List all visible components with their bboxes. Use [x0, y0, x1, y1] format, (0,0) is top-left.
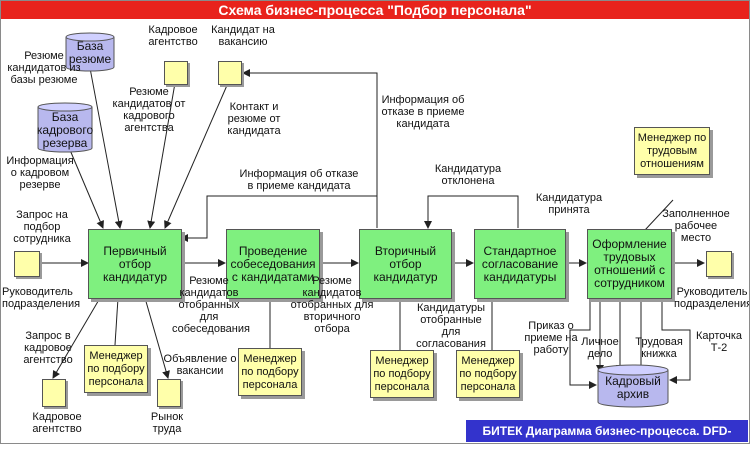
role-link-m5 [644, 199, 674, 231]
page-title: Схема бизнес-процесса "Подбор персонала" [1, 1, 749, 19]
flow-reserve-db-to-p1 [69, 149, 104, 229]
label-reserve-info: Информация о кадровом резерве [6, 155, 74, 191]
label-refusal-top: Информация об отказе в приеме кандидата [381, 94, 465, 130]
labor-market-entity [157, 379, 181, 407]
process-secondary-selection[interactable]: Вторичный отбор кандидатур [359, 229, 452, 299]
label-rejected: Кандидатура отклонена [434, 163, 502, 187]
archive-label: Кадровый архив [605, 374, 661, 401]
process-approval[interactable]: Стандартное согласование кандидатуры [474, 229, 566, 299]
flow-resume-db-to-p1 [89, 67, 123, 229]
label-head-right: Руководитель подразделения [674, 286, 750, 310]
label-resume-from-agency: Резюме кандидатов от кадрового агентства [112, 86, 186, 134]
label-selected-approval: Кандидатуры отобранные для согласования [416, 302, 486, 350]
manager-recruitment-1: Менеджер по подбору персонала [84, 345, 148, 393]
label-resume-from-db: Резюме кандидатов из базы резюме [7, 50, 81, 86]
label-labor-market: Рынок труда [150, 411, 184, 435]
role-link-m1 [114, 297, 119, 346]
flow-candidate-to-p1 [164, 82, 229, 229]
flow-agency-to-p1 [147, 82, 176, 229]
agency-bottom-entity [42, 379, 66, 407]
cylinder-icon [65, 32, 115, 72]
label-selected-interview: Резюме кандидатов отобранных для собесед… [172, 275, 250, 335]
label-selected-second: Резюме кандидатов отобранных для вторичн… [290, 275, 374, 335]
manager-labor-relations: Менеджер по трудовым отношениям [634, 127, 710, 175]
label-filled-place: Заполненное рабочее место [662, 208, 730, 244]
label-personal-file: Личное дело [581, 336, 619, 360]
resume-db-store: База резюме [64, 32, 116, 72]
label-agency-top: Кадровое агентство [148, 24, 198, 48]
head-right-entity [706, 251, 732, 277]
process-interview[interactable]: Проведение собеседования с кандидатами [226, 229, 320, 299]
label-candidate-top: Кандидат на вакансию [211, 24, 275, 48]
resume-db-label: База резюме [68, 39, 112, 66]
flow-rejected-loop [424, 195, 519, 229]
manager-recruitment-4: Менеджер по подбору персонала [456, 350, 520, 398]
label-accepted: Кандидатура принята [535, 192, 603, 216]
flow-refusal-to-p1 [180, 195, 377, 242]
footer-caption: БИТЕК Диаграмма бизнес-процесса. DFD-схе… [466, 420, 748, 460]
flow-p5-to-archive-d [661, 298, 691, 384]
label-vacancy-ad: Объявление о вакансии [163, 353, 237, 377]
process-primary-selection[interactable]: Первичный отбор кандидатур [88, 229, 182, 299]
label-card-t2: Карточка Т-2 [695, 330, 743, 354]
label-contact-resume: Контакт и резюме от кандидата [227, 101, 281, 137]
diagram-canvas: Схема бизнес-процесса "Подбор персонала"… [0, 0, 750, 444]
process-employment[interactable]: Оформление трудовых отношений с сотрудни… [587, 229, 672, 299]
reserve-db-store: База кадрового резерва [36, 102, 94, 154]
connector-layer [40, 67, 705, 389]
candidate-entity [218, 61, 242, 85]
label-request-employee: Запрос на подбор сотрудника [13, 209, 71, 245]
label-agency-bottom: Кадровое агентство [32, 411, 82, 435]
manager-recruitment-2: Менеджер по подбору персонала [238, 348, 302, 396]
label-request-agency: Запрос в кадровое агентство [23, 330, 73, 366]
manager-recruitment-3: Менеджер по подбору персонала [370, 350, 434, 398]
label-work-book: Трудовая книжка [635, 336, 683, 360]
cylinder-icon [37, 102, 93, 153]
flow-p1-to-market [144, 297, 170, 379]
cylinder-icon [597, 364, 669, 408]
reserve-db-label: База кадрового резерва [36, 109, 94, 150]
flow-p1-to-agency [52, 297, 101, 379]
head-left-entity [14, 251, 40, 277]
flow-refusal-to-candidate [242, 69, 378, 228]
label-head-left: Руководитель подразделения [2, 286, 81, 310]
agency-top-entity [164, 61, 188, 85]
label-refusal-mid: Информация об отказе в приеме кандидата [239, 168, 359, 192]
flow-p5-to-archive-e [569, 298, 597, 389]
archive-store: Кадровый архив [596, 364, 670, 408]
label-hire-order: Приказ о приеме на работу [524, 320, 578, 356]
